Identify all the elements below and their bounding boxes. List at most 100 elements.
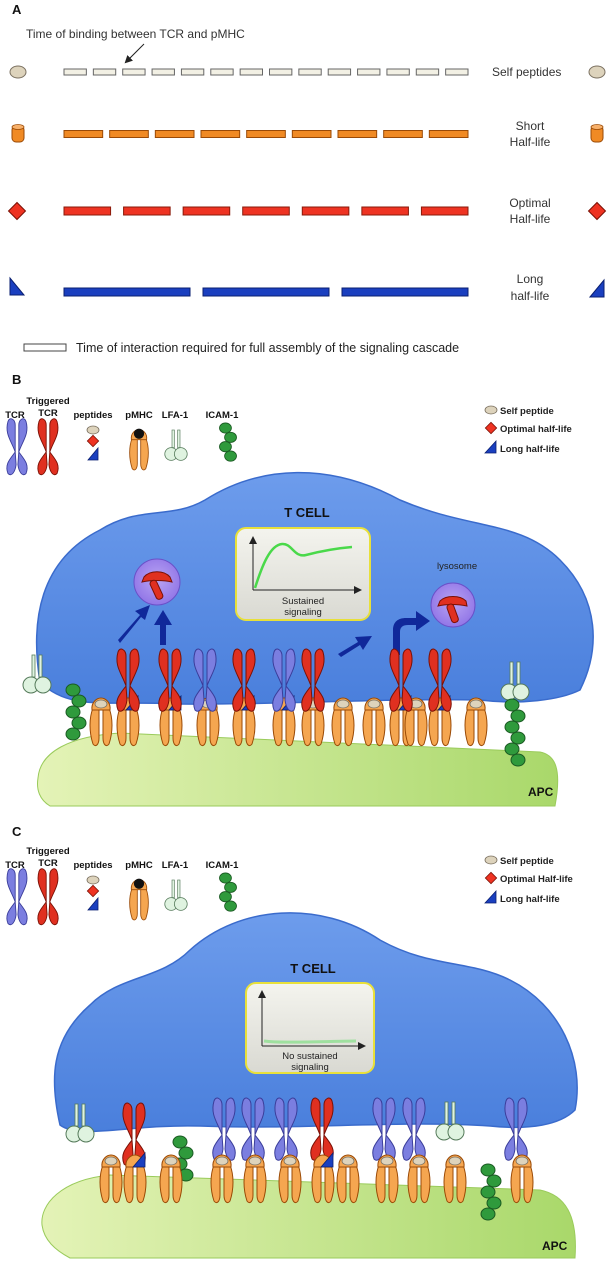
- binding-segment: [298, 68, 322, 76]
- long-halflife-icon: [588, 278, 605, 298]
- panel-b-label: B: [12, 372, 21, 387]
- endosome-left: [133, 558, 181, 606]
- pmhc: [331, 697, 355, 747]
- binding-segment: [383, 130, 423, 138]
- long-halflife-icon: [132, 1151, 146, 1168]
- internalization-arrows: [118, 605, 430, 657]
- binding-arrow: [124, 43, 145, 64]
- binding-segment: [123, 206, 171, 216]
- legend-right-self-icon: [484, 405, 498, 415]
- binding-segment: [154, 130, 195, 138]
- signal-curve: [253, 542, 353, 589]
- tcr: [241, 1097, 265, 1161]
- legend-triggered-label-2: TCR: [38, 408, 58, 419]
- legend-right-optimal-label: Optimal Half-life: [500, 874, 573, 885]
- binding-segment: [92, 68, 117, 76]
- peptide-icon: [133, 428, 145, 439]
- optimal-halflife-icon: [587, 201, 607, 221]
- arrow-diagonal: [338, 636, 372, 657]
- legend-right-self-icon: [484, 855, 498, 865]
- row-label-short-1: Short: [516, 119, 545, 133]
- pmhc: [278, 1154, 302, 1204]
- self-peptide-icon: [412, 1156, 426, 1166]
- binding-segment: [109, 130, 149, 138]
- binding-segment: [122, 68, 146, 76]
- pmhc: [243, 1154, 267, 1204]
- inset-line-1: Sustained: [282, 596, 324, 607]
- icam-1: [219, 872, 237, 912]
- pmhc: [210, 1154, 234, 1204]
- binding-segment: [63, 287, 191, 297]
- panel-c-label: C: [12, 824, 22, 839]
- self-peptide-icon: [515, 1156, 529, 1166]
- legend-triggered-label-2: TCR: [38, 858, 58, 869]
- optimal-halflife-icon: [7, 201, 27, 221]
- self-peptide-icon: [9, 65, 27, 79]
- pmhc: [129, 428, 149, 471]
- legend-pmhc-label: pMHC: [125, 410, 153, 421]
- synapse-molecules-b: [22, 648, 530, 767]
- binding-segment: [63, 206, 112, 216]
- legend-triggered-label-1: Triggered: [26, 846, 69, 857]
- arrow-up: [154, 610, 172, 645]
- short-halflife-icon: [11, 124, 25, 143]
- legend-long-icon: [87, 446, 99, 461]
- t-cell-label-c: T CELL: [290, 961, 336, 976]
- tcr: [504, 1097, 528, 1161]
- self-peptide-icon: [104, 1156, 118, 1166]
- arrow-up-left: [118, 605, 150, 643]
- peptide-icon: [133, 878, 145, 889]
- tcr: [274, 1097, 298, 1161]
- pmhc: [123, 1151, 147, 1204]
- triggered-tcr: [301, 648, 325, 712]
- lfa-1: [500, 661, 530, 701]
- tcr: [193, 648, 217, 712]
- tcr: [402, 1097, 426, 1161]
- pmhc: [99, 1154, 123, 1204]
- legend-right-optimal-icon: [484, 421, 498, 435]
- row-label-self: Self peptides: [492, 65, 561, 79]
- legend-optimal-icon: [86, 884, 100, 898]
- legend-tcr-label: TCR: [5, 860, 25, 871]
- inset-line-2: signaling: [291, 1062, 329, 1073]
- legend-right-long-label: Long half-life: [500, 444, 560, 455]
- pmhc: [362, 697, 386, 747]
- self-peptide-icon: [94, 699, 108, 709]
- binding-segment: [180, 68, 205, 76]
- panel-a: A Time of binding between TCR and pMHC S…: [7, 2, 607, 355]
- apc-cell-b: [37, 732, 559, 807]
- binding-segment: [269, 68, 293, 76]
- pmhc: [510, 1154, 534, 1204]
- tcr: [272, 648, 296, 712]
- self-peptide-icon: [215, 1156, 229, 1166]
- binding-segment: [246, 130, 286, 138]
- legend-self-peptide-icon: [86, 875, 100, 885]
- legend-lfa1-label: LFA-1: [162, 860, 189, 871]
- binding-segment: [63, 130, 104, 138]
- pmhc: [407, 1154, 431, 1204]
- binding-segment: [357, 68, 381, 76]
- triggered-tcr: [37, 418, 59, 476]
- triggered-tcr: [116, 648, 140, 712]
- row-label-long-2: half-life: [511, 289, 550, 303]
- icam-1: [504, 698, 526, 767]
- binding-segment: [386, 68, 410, 76]
- tcr: [212, 1097, 236, 1161]
- pmhc: [443, 1154, 467, 1204]
- triggered-tcr: [389, 648, 413, 712]
- no-signaling-box: No sustained signaling: [245, 982, 375, 1074]
- legend-icam1-label: ICAM-1: [206, 860, 239, 871]
- binding-caption: Time of binding between TCR and pMHC: [26, 27, 245, 41]
- short-halflife-icon: [590, 124, 604, 143]
- tcr: [6, 418, 28, 476]
- legend-right-long-icon: [484, 889, 497, 904]
- lysosome-label: lysosome: [437, 561, 477, 572]
- binding-segment: [182, 206, 231, 216]
- self-peptide-icon: [336, 699, 350, 709]
- binding-segment: [445, 68, 469, 76]
- signal-curve: [263, 1039, 357, 1044]
- binding-segment: [337, 130, 378, 138]
